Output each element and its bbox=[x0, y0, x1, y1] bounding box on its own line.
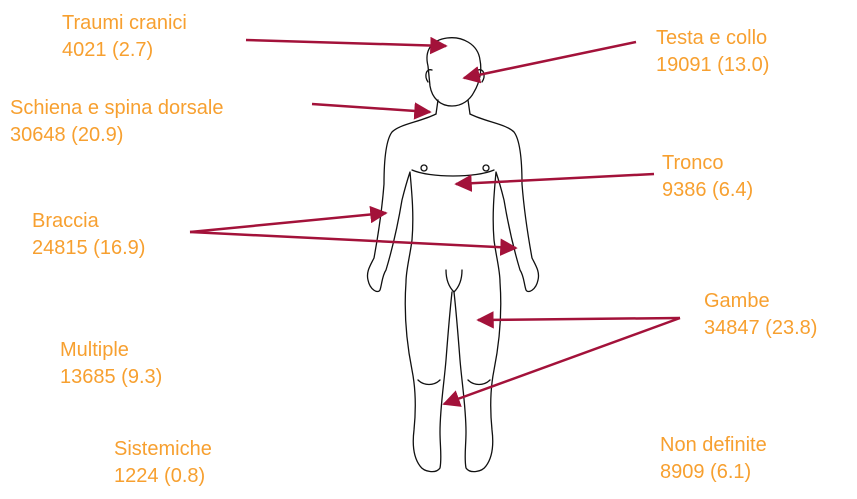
torso-left bbox=[367, 114, 452, 472]
label-name: Sistemiche bbox=[114, 436, 212, 463]
label-legs: Gambe 34847 (23.8) bbox=[704, 288, 817, 342]
head-outline bbox=[427, 38, 481, 106]
groin bbox=[446, 270, 462, 292]
label-value: 1224 (0.8) bbox=[114, 463, 212, 490]
label-head-trauma: Traumi cranici 4021 (2.7) bbox=[62, 10, 187, 64]
label-arms: Braccia 24815 (16.9) bbox=[32, 208, 145, 262]
label-value: 13685 (9.3) bbox=[60, 364, 162, 391]
torso-right bbox=[454, 114, 539, 472]
label-name: Braccia bbox=[32, 208, 145, 235]
arrow-trunk bbox=[456, 174, 654, 184]
label-value: 8909 (6.1) bbox=[660, 459, 767, 486]
label-name: Gambe bbox=[704, 288, 817, 315]
label-undefined: Non definite 8909 (6.1) bbox=[660, 432, 767, 486]
label-head-neck: Testa e collo 19091 (13.0) bbox=[656, 25, 769, 79]
label-name: Testa e collo bbox=[656, 25, 769, 52]
nipple-left bbox=[421, 165, 427, 171]
human-outline bbox=[367, 38, 538, 472]
label-back-spine: Schiena e spina dorsale 30648 (20.9) bbox=[10, 95, 223, 149]
label-name: Schiena e spina dorsale bbox=[10, 95, 223, 122]
label-value: 19091 (13.0) bbox=[656, 52, 769, 79]
label-value: 9386 (6.4) bbox=[662, 177, 753, 204]
arrow-head-neck bbox=[464, 42, 636, 78]
arrow-head-trauma bbox=[246, 40, 446, 46]
arrow-arms-right bbox=[190, 232, 516, 248]
label-trunk: Tronco 9386 (6.4) bbox=[662, 150, 753, 204]
arrow-legs-lower bbox=[444, 318, 680, 404]
label-name: Traumi cranici bbox=[62, 10, 187, 37]
label-multiple: Multiple 13685 (9.3) bbox=[60, 337, 162, 391]
label-value: 4021 (2.7) bbox=[62, 37, 187, 64]
label-value: 24815 (16.9) bbox=[32, 235, 145, 262]
label-name: Tronco bbox=[662, 150, 753, 177]
knee-right bbox=[468, 380, 490, 385]
arrow-back-spine bbox=[312, 104, 430, 112]
knee-left bbox=[418, 380, 440, 385]
arrows bbox=[190, 40, 680, 404]
arrow-legs-upper bbox=[478, 318, 680, 320]
arrow-arms-left bbox=[190, 213, 386, 232]
label-value: 30648 (20.9) bbox=[10, 122, 223, 149]
nipple-right bbox=[483, 165, 489, 171]
label-name: Non definite bbox=[660, 432, 767, 459]
label-value: 34847 (23.8) bbox=[704, 315, 817, 342]
label-name: Multiple bbox=[60, 337, 162, 364]
label-systemic: Sistemiche 1224 (0.8) bbox=[114, 436, 212, 490]
